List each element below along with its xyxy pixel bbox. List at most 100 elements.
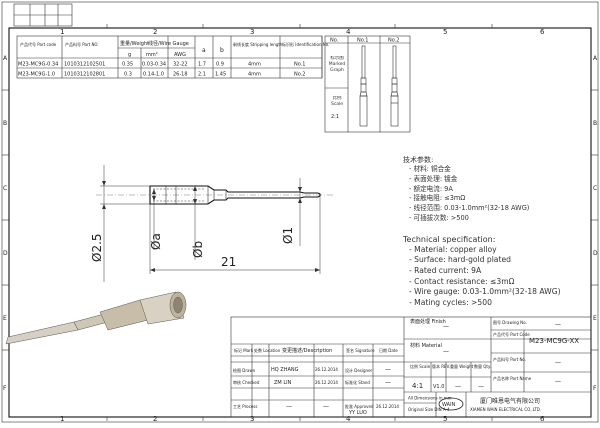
spec-heading-en: Technical specification: xyxy=(403,234,496,244)
spec-item-en: - Rated current: 9A xyxy=(409,265,482,275)
checked-name: ZM LIN xyxy=(274,380,292,386)
approved-date: 26.12.2014 xyxy=(376,404,399,409)
subheader-awg: AWG xyxy=(174,52,186,58)
part-name-label: 产品名称 Part Name xyxy=(493,375,532,381)
spec-item-cn: - 线径范围: 0.03-1.0mm²(32-18 AWG) xyxy=(409,204,530,213)
col-number: 4 xyxy=(346,28,351,36)
row2-stripping: 4mm xyxy=(248,72,261,78)
row2-part-no: 1010312102801 xyxy=(64,72,105,78)
dims-note-1: All Dimensions in mm xyxy=(408,396,452,401)
company-name-cn: 厦门唯恩电气有限公司 xyxy=(480,397,540,405)
designer-value: — xyxy=(385,366,391,373)
dimension-da xyxy=(152,189,156,250)
row2-awg: 26-18 xyxy=(173,72,188,78)
process-label: 工艺 Process xyxy=(233,404,257,409)
marking-header-no: No. xyxy=(330,38,339,44)
row1-a: 1.7 xyxy=(198,62,206,68)
header-location: 处数 Location xyxy=(254,347,281,353)
dim-label-d25: Ø2.5 xyxy=(90,233,104,262)
marked-pin-no1 xyxy=(359,45,368,127)
col-number: 5 xyxy=(443,28,447,36)
scale-value: 2:1 xyxy=(331,114,339,120)
row2-mm2: 0.14-1.0 xyxy=(143,72,164,78)
material-value: — xyxy=(443,348,449,355)
part-no-label: 产品料号 Part No. xyxy=(493,356,526,362)
header-stripping: 剥线长度 Stripping length xyxy=(233,41,283,47)
drawn-name: HQ ZHANG xyxy=(271,367,299,373)
row1-identification: No.1 xyxy=(294,62,305,68)
row-letter: F xyxy=(3,385,7,392)
row-letter: B xyxy=(593,120,597,127)
rev-value: V1.0 xyxy=(433,384,444,390)
col-number: 6 xyxy=(540,28,545,36)
col-number: 1 xyxy=(60,28,64,36)
row2-a: 2.1 xyxy=(198,72,206,78)
designer-label: 设计 Designer xyxy=(345,367,373,373)
col-number: 5 xyxy=(443,415,447,423)
part-no-value: — xyxy=(555,359,561,366)
row2-identification: No.2 xyxy=(294,72,305,78)
row1-stripping: 4mm xyxy=(248,62,261,68)
row-letter: A xyxy=(593,55,598,62)
part-table xyxy=(16,35,323,79)
dim-label-da: Øa xyxy=(149,233,163,250)
spec-item-en: - Surface: hard-gold plated xyxy=(409,255,511,265)
row1-part-no: 1010312102501 xyxy=(64,62,105,68)
drawn-date: 26.12.2014 xyxy=(315,367,338,372)
checked-label: 审核 Checked xyxy=(233,379,260,385)
row-letter: C xyxy=(3,185,7,192)
drawing-no-value: — xyxy=(555,321,561,328)
header-signature: 签名 Signature xyxy=(346,347,375,353)
spec-item-en: - Contact resistance: ≤3mΩ xyxy=(409,276,515,286)
row-letter: D xyxy=(593,250,598,257)
drawn-label: 绘图 Drawn xyxy=(233,367,256,373)
row-letter: E xyxy=(593,315,597,322)
dimension-d1 xyxy=(298,178,302,246)
header-weight: 重量/Weight xyxy=(120,40,149,47)
row-ticks xyxy=(2,89,598,351)
row-letter: E xyxy=(3,315,7,322)
spec-item-cn: - 接触电阻: ≤3mΩ xyxy=(409,194,466,203)
col-number: 4 xyxy=(346,415,351,423)
col-number: 6 xyxy=(540,415,545,423)
drawing-no-label: 图号 Drawing No. xyxy=(493,319,527,325)
dimension-d25 xyxy=(100,165,150,282)
material-label: 材料 Material xyxy=(410,342,442,349)
part-name-value: — xyxy=(555,378,561,385)
col-number: 3 xyxy=(250,28,254,36)
header-b: b xyxy=(220,47,224,54)
row-letter: A xyxy=(3,55,8,62)
revision-block xyxy=(13,3,73,27)
marking-header-no2: No.2 xyxy=(388,38,399,44)
process-date: — xyxy=(323,403,329,410)
dim-label-d1: Ø1 xyxy=(281,227,295,244)
scale-value-tb: 4:1 xyxy=(412,382,423,390)
header-identification: 标识形 Identification No. xyxy=(282,41,329,47)
header-date: 日期 Date xyxy=(379,347,398,353)
contact-side-view xyxy=(96,185,335,205)
col-number: 2 xyxy=(153,28,157,36)
title-block xyxy=(230,316,592,418)
approved-name: YY LUO xyxy=(348,410,367,416)
col-number: 2 xyxy=(153,415,157,423)
spec-item-en: - Material: copper alloy xyxy=(409,244,497,254)
company-name-en: XIAMEN WAIN ELECTRICAL CO.,LTD. xyxy=(470,407,541,412)
dims-note-2: Original Size DIN A 4 xyxy=(408,407,450,412)
spec-item-cn: - 材料: 铜合金 xyxy=(409,165,451,173)
marking-table xyxy=(324,35,411,133)
spec-item-cn: - 可插拔次数: >500 xyxy=(409,213,469,222)
row-letter: C xyxy=(593,185,597,192)
scale-label: 比例 Scale xyxy=(331,96,343,107)
col-number: 1 xyxy=(60,415,64,423)
approved-label: 批准 Approved xyxy=(345,403,374,409)
process-name: — xyxy=(286,403,292,410)
row1-mm2: 0.03-0.34 xyxy=(142,62,166,68)
company-logo-text: WAIN xyxy=(442,402,456,408)
technical-specifications: 技术参数: - 材料: 铜合金 - 表面处理: 镀金 - 额定电流: 9A - … xyxy=(403,156,593,308)
weight-label: 重量 Weight xyxy=(450,363,474,369)
col-number: 3 xyxy=(250,415,254,423)
header-part-no: 产品料号 Part NO. xyxy=(65,41,99,47)
part-code-label: 产品代号 Part Code xyxy=(493,331,530,337)
